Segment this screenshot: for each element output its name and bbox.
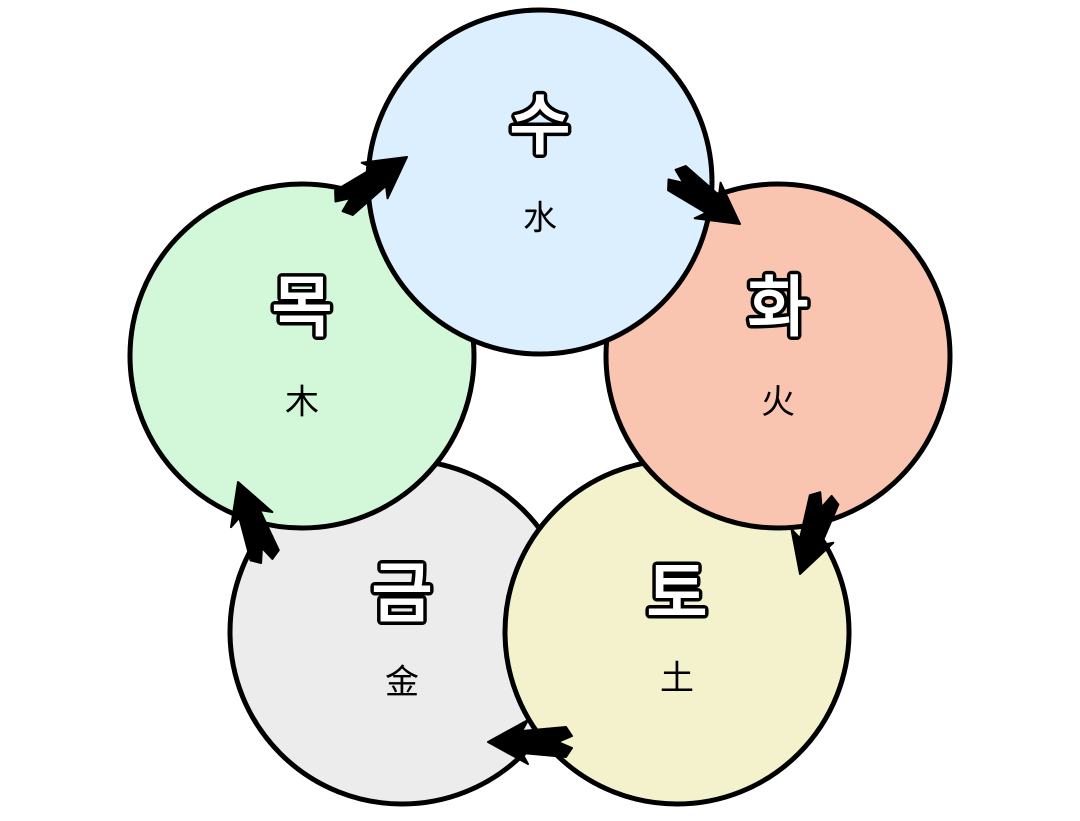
- circle-water: [365, 7, 715, 357]
- hanja-label-wood: 木: [285, 383, 319, 423]
- arrow-wood-to-water: [334, 156, 408, 216]
- element-circles: [127, 7, 953, 807]
- cycle-arrows: [230, 156, 840, 765]
- arrow-fire-to-earth: [790, 491, 840, 575]
- hangul-label-metal: 금: [372, 555, 433, 632]
- element-labels: 수水 화火 토土 금金 목木: [268, 84, 812, 703]
- arrow-earth-to-metal: [487, 719, 573, 765]
- circle-fire: [603, 181, 953, 531]
- arrow-water-to-fire: [667, 165, 741, 225]
- hanja-label-fire: 火: [761, 383, 795, 423]
- hangul-label-fire: 화: [748, 269, 809, 346]
- hangul-label-wood: 목: [272, 269, 333, 346]
- hanja-label-earth: 土: [660, 659, 694, 699]
- arrow-metal-to-wood: [230, 481, 280, 564]
- hanja-label-water: 水: [523, 199, 557, 239]
- hanja-label-metal: 金: [385, 663, 419, 703]
- hangul-label-earth: 토: [647, 555, 708, 632]
- hangul-label-water: 수: [510, 87, 571, 164]
- circle-wood: [127, 181, 477, 531]
